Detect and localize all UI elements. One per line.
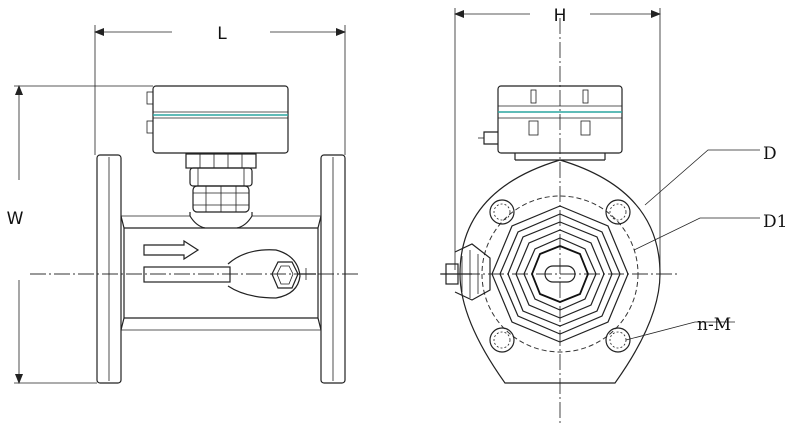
- bolt-holes: [489, 199, 631, 353]
- flow-arrow-icon: [143, 239, 200, 261]
- callout-nm-label: n-M: [697, 315, 731, 335]
- dimension-l-label: L: [217, 24, 227, 44]
- callout-nm-leader: [625, 321, 735, 341]
- left-flange: [96, 154, 122, 384]
- bolt-circle: [481, 195, 639, 353]
- side-head-unit: [152, 85, 289, 154]
- center-electrode: [544, 265, 576, 283]
- bore-rings: [491, 205, 629, 343]
- dimension-h-label: H: [554, 6, 567, 26]
- callout-d1-leader: [633, 217, 760, 251]
- callout-d-leader: [644, 149, 760, 206]
- front-head-unit: [497, 85, 623, 154]
- dimension-w-label: W: [7, 209, 24, 229]
- callout-d-label: D: [763, 144, 777, 164]
- front-sensor-fitting: [441, 243, 491, 301]
- front-view: H D D1 n-M: [440, 6, 787, 424]
- sensor-bulb: [227, 249, 301, 299]
- right-flange: [320, 154, 346, 384]
- side-view: L W: [7, 24, 360, 384]
- sensor-slot: [143, 266, 231, 283]
- callout-d1-label: D1: [763, 212, 787, 232]
